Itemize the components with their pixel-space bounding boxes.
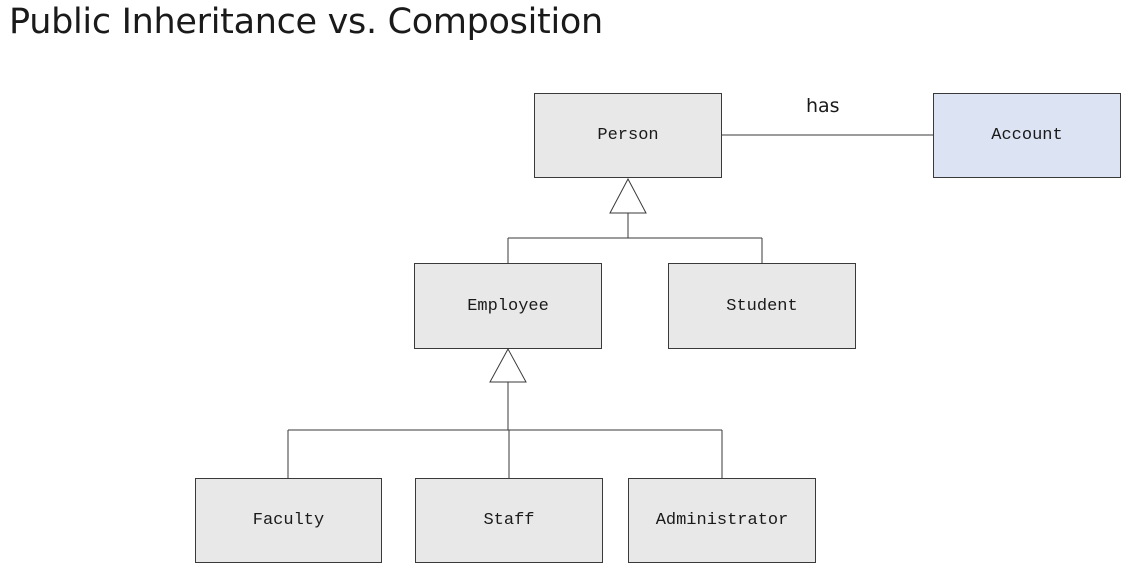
class-box-person: Person [534,93,722,178]
generalization-arrowhead-employee [489,347,527,383]
slide-title: Public Inheritance vs. Composition [9,2,603,42]
class-box-account: Account [933,93,1121,178]
class-box-employee: Employee [414,263,602,349]
class-box-student: Student [668,263,856,349]
class-box-administrator: Administrator [628,478,816,563]
association-label: has [806,95,840,117]
class-box-faculty: Faculty [195,478,382,563]
class-box-staff: Staff [415,478,603,563]
generalization-arrowhead-person [609,177,647,214]
